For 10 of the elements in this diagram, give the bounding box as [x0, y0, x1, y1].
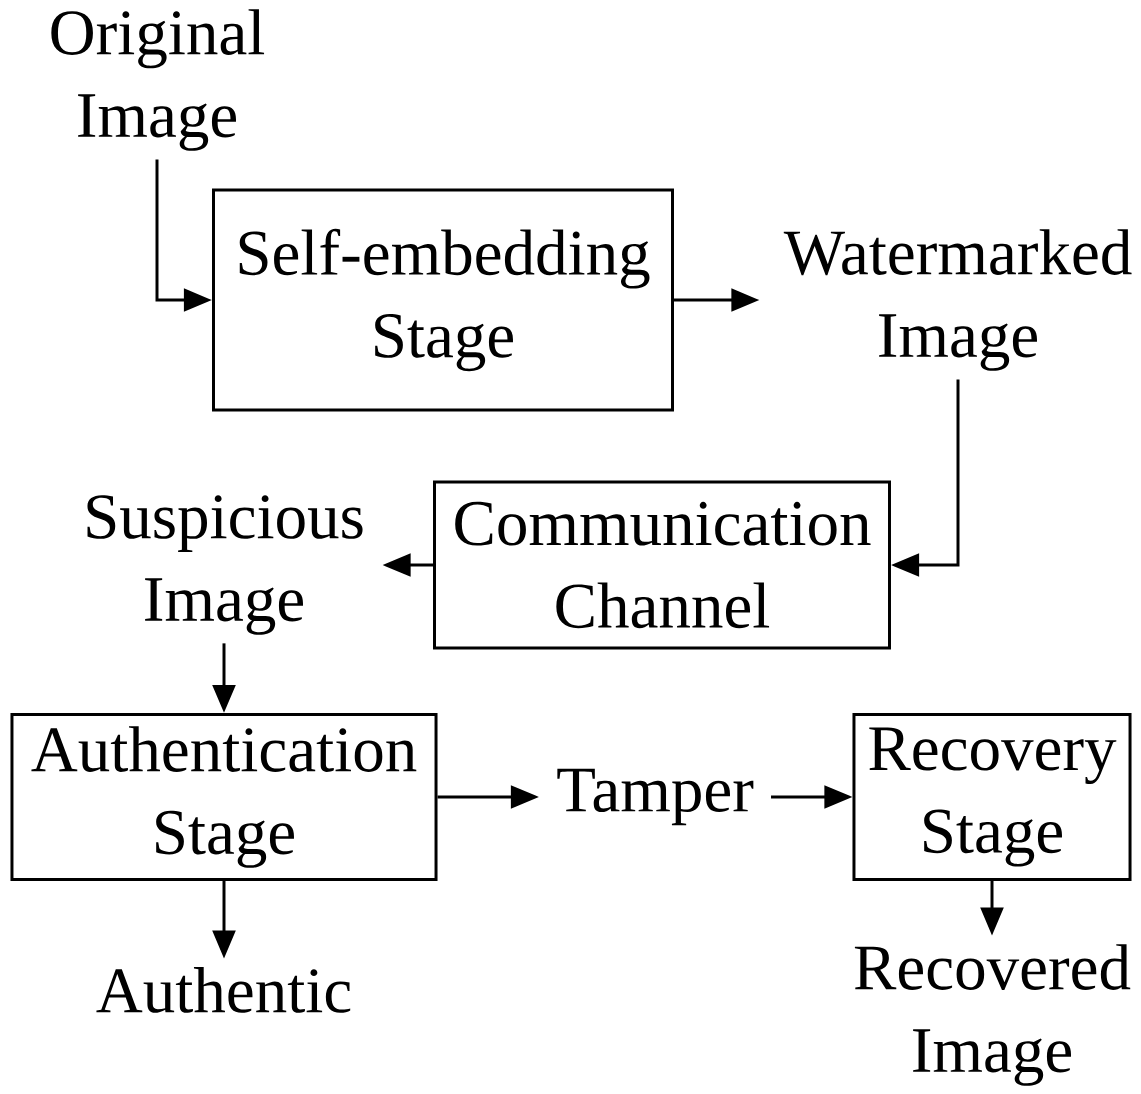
process-box: Communication Channel [433, 480, 891, 650]
text-label: Watermarked Image [783, 229, 1132, 371]
text-label: Recovered Image [854, 944, 1131, 1086]
text-label: Authentic [96, 967, 351, 1013]
process-box: Authentication Stage [10, 713, 438, 881]
text-label: Suspicious Image [87, 495, 363, 635]
process-box: Recovery Stage [852, 713, 1132, 881]
text-label: Original Image [51, 9, 265, 151]
text-label: Tamper [557, 768, 754, 826]
process-box: Self-embedding Stage [212, 188, 674, 412]
